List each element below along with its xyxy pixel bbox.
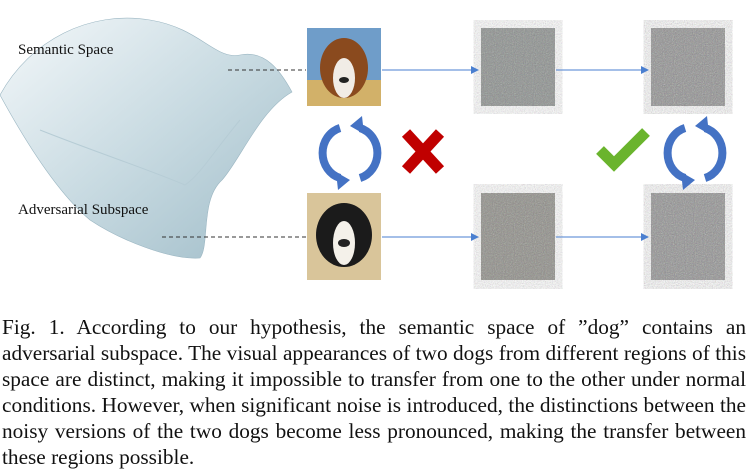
figure-caption: Fig. 1. According to our hypothesis, the… [2, 315, 746, 469]
cycle-arrows-icon [318, 116, 382, 190]
noisy-dog-image-semantic-2 [651, 28, 725, 106]
adversarial-subspace-label: Adversarial Subspace [18, 202, 149, 218]
cross-icon [401, 129, 445, 174]
dog-image-semantic [307, 28, 381, 106]
checkmark-icon [596, 128, 650, 172]
noisy-dog-image-adversarial-1 [481, 193, 555, 280]
figure-graphics [0, 17, 727, 280]
semantic-surface [0, 17, 293, 259]
noisy-dog-image-adversarial-2 [651, 193, 725, 280]
noisy-dog-image-semantic-1 [481, 28, 555, 106]
dog-image-adversarial [307, 193, 381, 280]
semantic-space-label: Semantic Space [18, 42, 114, 58]
cycle-arrows-icon [663, 116, 727, 190]
